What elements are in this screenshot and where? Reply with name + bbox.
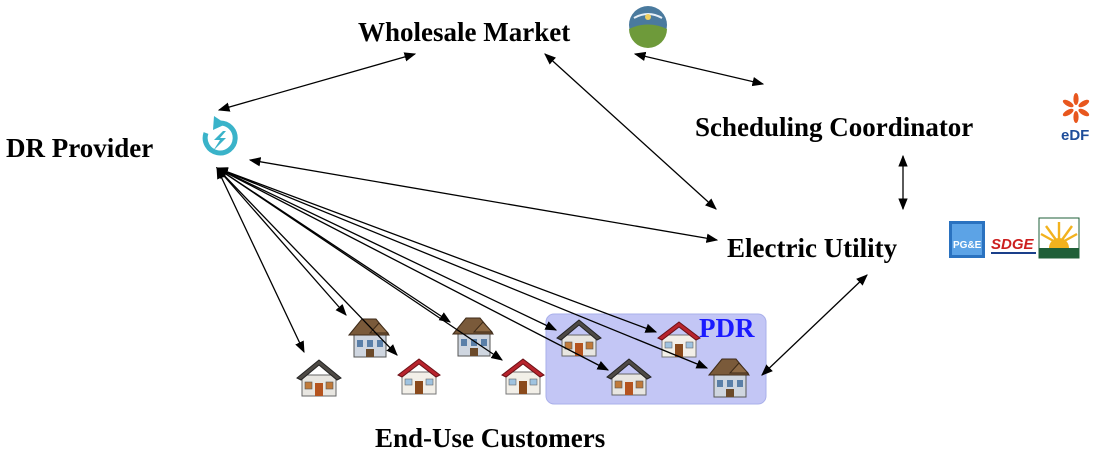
arrow-dr-to-customer <box>215 167 610 371</box>
house-icon <box>296 359 342 397</box>
scheduling-coordinator-label: Scheduling Coordinator <box>695 112 973 142</box>
arrow-dr-to-customer <box>215 167 558 331</box>
arrow-dr-to-customer <box>216 167 398 356</box>
svg-text:SDGE: SDGE <box>991 236 1035 253</box>
electric-utility-label: Electric Utility <box>727 233 898 263</box>
arrow-market-to-scheduler <box>633 51 765 87</box>
market-globe-icon <box>629 6 667 48</box>
house-icon <box>397 358 441 395</box>
end-use-customers-label: End-Use Customers <box>375 423 605 453</box>
sce-logo <box>1038 217 1080 259</box>
dr-refresh-icon <box>202 116 238 156</box>
arrow-dr-to-customer <box>215 167 709 369</box>
wholesale-market-label: Wholesale Market <box>358 17 570 47</box>
edf-logo: eDF <box>1061 93 1089 144</box>
house-icon <box>501 358 545 395</box>
arrow-dr-to-utility <box>248 157 719 243</box>
svg-text:eDF: eDF <box>1061 127 1089 144</box>
svg-text:PG&E: PG&E <box>953 240 982 251</box>
arrow-market-to-utility <box>544 53 717 210</box>
sdge-logo: SDGE <box>991 236 1036 254</box>
arrow-dr-to-market <box>217 52 417 112</box>
house-icon <box>348 318 390 358</box>
arrow-utility-to-pdr <box>761 274 868 376</box>
pdr-label: PDR <box>699 313 755 343</box>
pge-logo: PG&E <box>949 221 985 258</box>
dr-provider-label: DR Provider <box>6 133 153 163</box>
